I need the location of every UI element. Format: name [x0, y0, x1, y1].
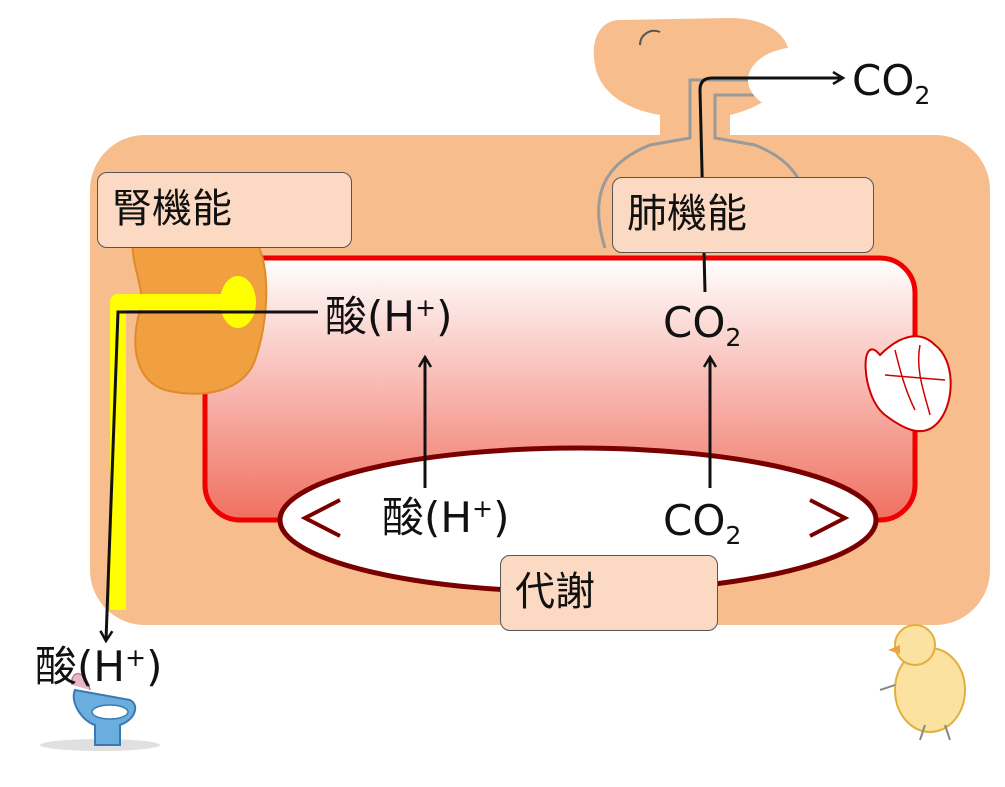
- heart-icon: [864, 335, 952, 433]
- renal-pelvis: [220, 276, 256, 328]
- acid-metabolism-text: 酸(H+): [382, 496, 509, 539]
- chick-icon: [879, 624, 966, 741]
- left-chevron-icon: [300, 498, 341, 538]
- acid-excreted-main: 酸(H: [35, 642, 125, 692]
- acid-blood-close: ): [436, 292, 453, 342]
- arrow-acid-to-urine: [106, 310, 318, 640]
- acid-excreted-close: ): [146, 642, 163, 692]
- acid-blood-sup: +: [414, 293, 437, 322]
- co2-blood-text: CO2: [663, 302, 741, 350]
- right-chevron-icon: [809, 498, 850, 538]
- lung-icon: [593, 18, 852, 249]
- kidney-function-label: 腎機能: [97, 172, 352, 248]
- co2-blood-main: CO: [663, 298, 726, 347]
- co2-metabolism-main: CO: [663, 496, 726, 545]
- co2-metabolism-text: CO2: [663, 500, 741, 548]
- acid-metabolism-main: 酸(H: [382, 493, 472, 543]
- co2-exhaled-text: CO2: [852, 60, 930, 108]
- toilet-icon: [40, 672, 160, 751]
- co2-blood-sub: 2: [725, 322, 742, 352]
- acid-excreted-text: 酸(H+): [35, 645, 162, 688]
- urine-path: [110, 294, 232, 610]
- acid-excreted-sup: +: [124, 643, 147, 672]
- metabolism-label: 代謝: [500, 555, 718, 631]
- acid-metabolism-close: ): [493, 493, 510, 543]
- arrow-co2-exhale: [698, 78, 842, 293]
- acid-blood-main: 酸(H: [325, 292, 415, 342]
- co2-exhaled-main: CO: [852, 56, 915, 105]
- lung-function-label: 肺機能: [612, 177, 874, 253]
- co2-metabolism-sub: 2: [725, 520, 742, 550]
- co2-exhaled-sub: 2: [914, 80, 931, 110]
- acid-blood-text: 酸(H+): [325, 295, 452, 338]
- acid-metabolism-sup: +: [471, 494, 494, 523]
